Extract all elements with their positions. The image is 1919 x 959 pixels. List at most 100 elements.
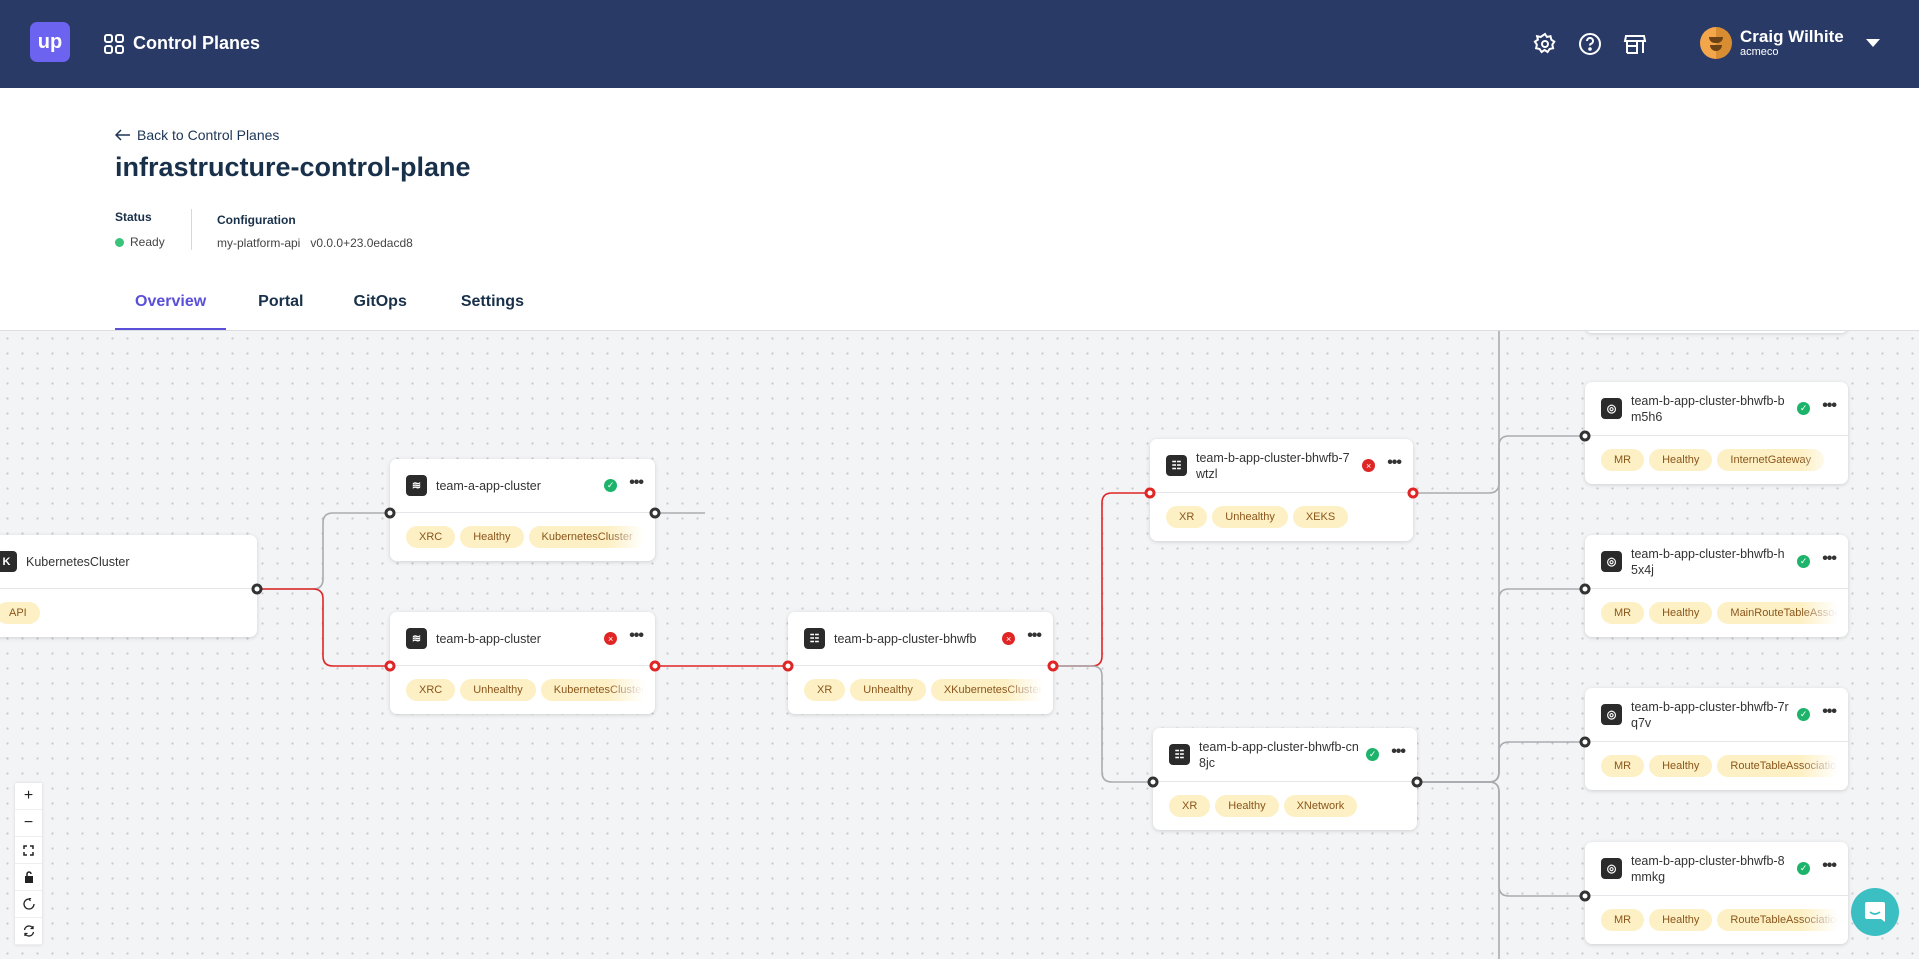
chat-icon — [1865, 902, 1885, 922]
tag: RouteTableAssociation — [1717, 909, 1848, 931]
node-handle-in[interactable] — [1579, 890, 1591, 902]
node-handle-in[interactable] — [1144, 487, 1156, 499]
node-handle-out[interactable] — [649, 660, 661, 672]
node-handle-in[interactable] — [384, 507, 396, 519]
control-planes-nav[interactable]: Control Planes — [104, 33, 260, 54]
edge — [257, 512, 390, 590]
page-title: infrastructure-control-plane — [115, 152, 471, 182]
upbound-logo[interactable]: up — [30, 22, 70, 62]
more-options-icon[interactable]: ••• — [1822, 549, 1837, 567]
more-options-icon[interactable]: ••• — [629, 473, 644, 491]
more-options-icon[interactable]: ••• — [629, 626, 644, 644]
zoom-in-button[interactable]: + — [15, 783, 42, 810]
edge — [1417, 588, 1585, 783]
tag: XRC — [406, 679, 456, 701]
node-name: team-b-app-cluster-bhwfb-7wtzl — [1196, 450, 1350, 481]
list-icon: ☷ — [804, 628, 825, 649]
node-tags: API — [0, 589, 257, 637]
node-partial[interactable] — [1585, 331, 1848, 333]
help-icon[interactable] — [1578, 32, 1602, 56]
rotate-icon — [22, 898, 35, 910]
more-options-icon[interactable]: ••• — [1387, 453, 1402, 471]
node-handle-in[interactable] — [1579, 430, 1591, 442]
config-version: v0.0.0+23.0edacd8 — [310, 236, 413, 250]
node-handle-out[interactable] — [1411, 776, 1423, 788]
status-dot-icon — [115, 238, 124, 247]
minus-icon: − — [23, 814, 34, 831]
tab-settings[interactable]: Settings — [460, 293, 524, 310]
more-options-icon[interactable]: ••• — [1822, 396, 1837, 414]
tag: XNetwork — [1283, 795, 1358, 817]
node-handle-out[interactable] — [1047, 660, 1059, 672]
grid-icon — [104, 33, 124, 54]
tab-portal[interactable]: Portal — [258, 293, 304, 310]
edge — [1417, 781, 1585, 897]
chevron-down-icon[interactable] — [1866, 39, 1880, 47]
tag: Healthy — [1649, 449, 1713, 471]
refresh-icon — [23, 925, 34, 937]
node-handle-in[interactable] — [782, 660, 794, 672]
gear-icon[interactable] — [1533, 32, 1557, 56]
check-circle-icon: ✓ — [1797, 708, 1811, 721]
tag: Unhealthy — [460, 679, 536, 701]
node-header: ◎team-b-app-cluster-bhwfb-h5x4j✓••• — [1585, 535, 1848, 589]
edge — [1413, 331, 1500, 494]
check-circle-icon: ✓ — [1797, 555, 1811, 568]
node-header: ◎team-b-app-cluster-bhwfb-bm5h6✓••• — [1585, 382, 1848, 436]
more-options-icon[interactable]: ••• — [1822, 702, 1837, 720]
tag: XR — [1169, 795, 1211, 817]
node-handle-in[interactable] — [1147, 776, 1159, 788]
more-options-icon[interactable]: ••• — [1391, 742, 1406, 760]
edge — [1417, 781, 1500, 959]
tag: Healthy — [1649, 755, 1713, 777]
lock-button[interactable] — [15, 864, 42, 891]
target-icon: ◎ — [1601, 704, 1622, 725]
tag: KubernetesCluster — [528, 526, 646, 548]
tab-overview[interactable]: Overview — [115, 290, 227, 330]
node-handle-in[interactable] — [1579, 583, 1591, 595]
chat-button[interactable] — [1851, 888, 1899, 936]
tag: XRC — [406, 526, 456, 548]
back-link[interactable]: Back to Control Planes — [115, 127, 279, 143]
back-link-label: Back to Control Planes — [137, 127, 280, 143]
node-header: ≋team-a-app-cluster✓••• — [390, 459, 655, 513]
tab-gitops[interactable]: GitOps — [353, 293, 407, 310]
tag: MainRouteTableAssociation — [1717, 602, 1848, 624]
target-icon: ◎ — [1601, 398, 1622, 419]
user-name: Craig Wilhite — [1740, 27, 1844, 46]
refresh-button[interactable] — [15, 918, 42, 945]
more-options-icon[interactable]: ••• — [1822, 856, 1837, 874]
node-header: ≋team-b-app-cluster×••• — [390, 612, 655, 666]
node-handle-in[interactable] — [1579, 736, 1591, 748]
node-header: ☷team-b-app-cluster-bhwfb-7wtzl×••• — [1150, 439, 1413, 493]
zoom-out-button[interactable]: − — [15, 810, 42, 837]
rotate-button[interactable] — [15, 891, 42, 918]
node-handle-out[interactable] — [649, 507, 661, 519]
plus-icon: + — [23, 787, 34, 804]
marketplace-icon[interactable] — [1623, 32, 1647, 56]
tabs: Overview Portal GitOps Settings — [115, 290, 544, 330]
more-options-icon[interactable]: ••• — [1027, 626, 1042, 644]
arrow-left-icon — [115, 129, 130, 141]
status-label: Status — [115, 210, 152, 224]
node-handle-out[interactable] — [251, 583, 263, 595]
node-handle-out[interactable] — [1407, 487, 1419, 499]
node-handle-in[interactable] — [384, 660, 396, 672]
divider — [191, 209, 192, 250]
fit-view-button[interactable] — [15, 837, 42, 864]
